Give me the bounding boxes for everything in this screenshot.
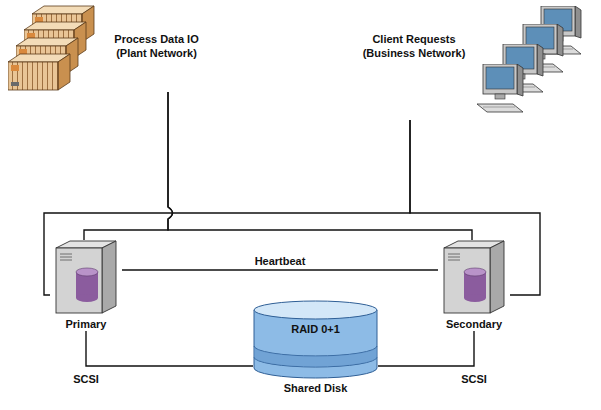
node-label: Process Data IO (Plant Network) <box>104 32 209 60</box>
disk-label: RAID 0+1 <box>253 322 378 336</box>
server-node: Primary <box>50 240 122 331</box>
connector-label: Heartbeat <box>253 254 308 268</box>
node-label: Primary <box>50 317 122 331</box>
shared-disk-node: RAID 0+1Shared Disk <box>253 300 378 395</box>
server-node: Secondary <box>438 240 510 331</box>
network-node: Process Data IO (Plant Network) <box>4 2 209 92</box>
plc-rack-illustration <box>4 2 99 92</box>
connector-label: SCSI <box>71 372 101 386</box>
network-connector <box>378 331 474 366</box>
node-label: Client Requests (Business Network) <box>355 32 473 60</box>
server-illustration <box>52 240 120 315</box>
node-label: Secondary <box>438 317 510 331</box>
node-label: Shared Disk <box>253 381 378 395</box>
disk-cylinder-illustration <box>253 300 378 380</box>
network-connector <box>84 92 173 240</box>
server-illustration <box>440 240 508 315</box>
network-connector <box>168 92 472 240</box>
network-connector <box>86 331 253 366</box>
connector-label: SCSI <box>459 372 489 386</box>
client-computers-illustration <box>473 2 588 120</box>
network-node: Client Requests (Business Network) <box>355 2 590 120</box>
network-connector <box>122 269 438 270</box>
